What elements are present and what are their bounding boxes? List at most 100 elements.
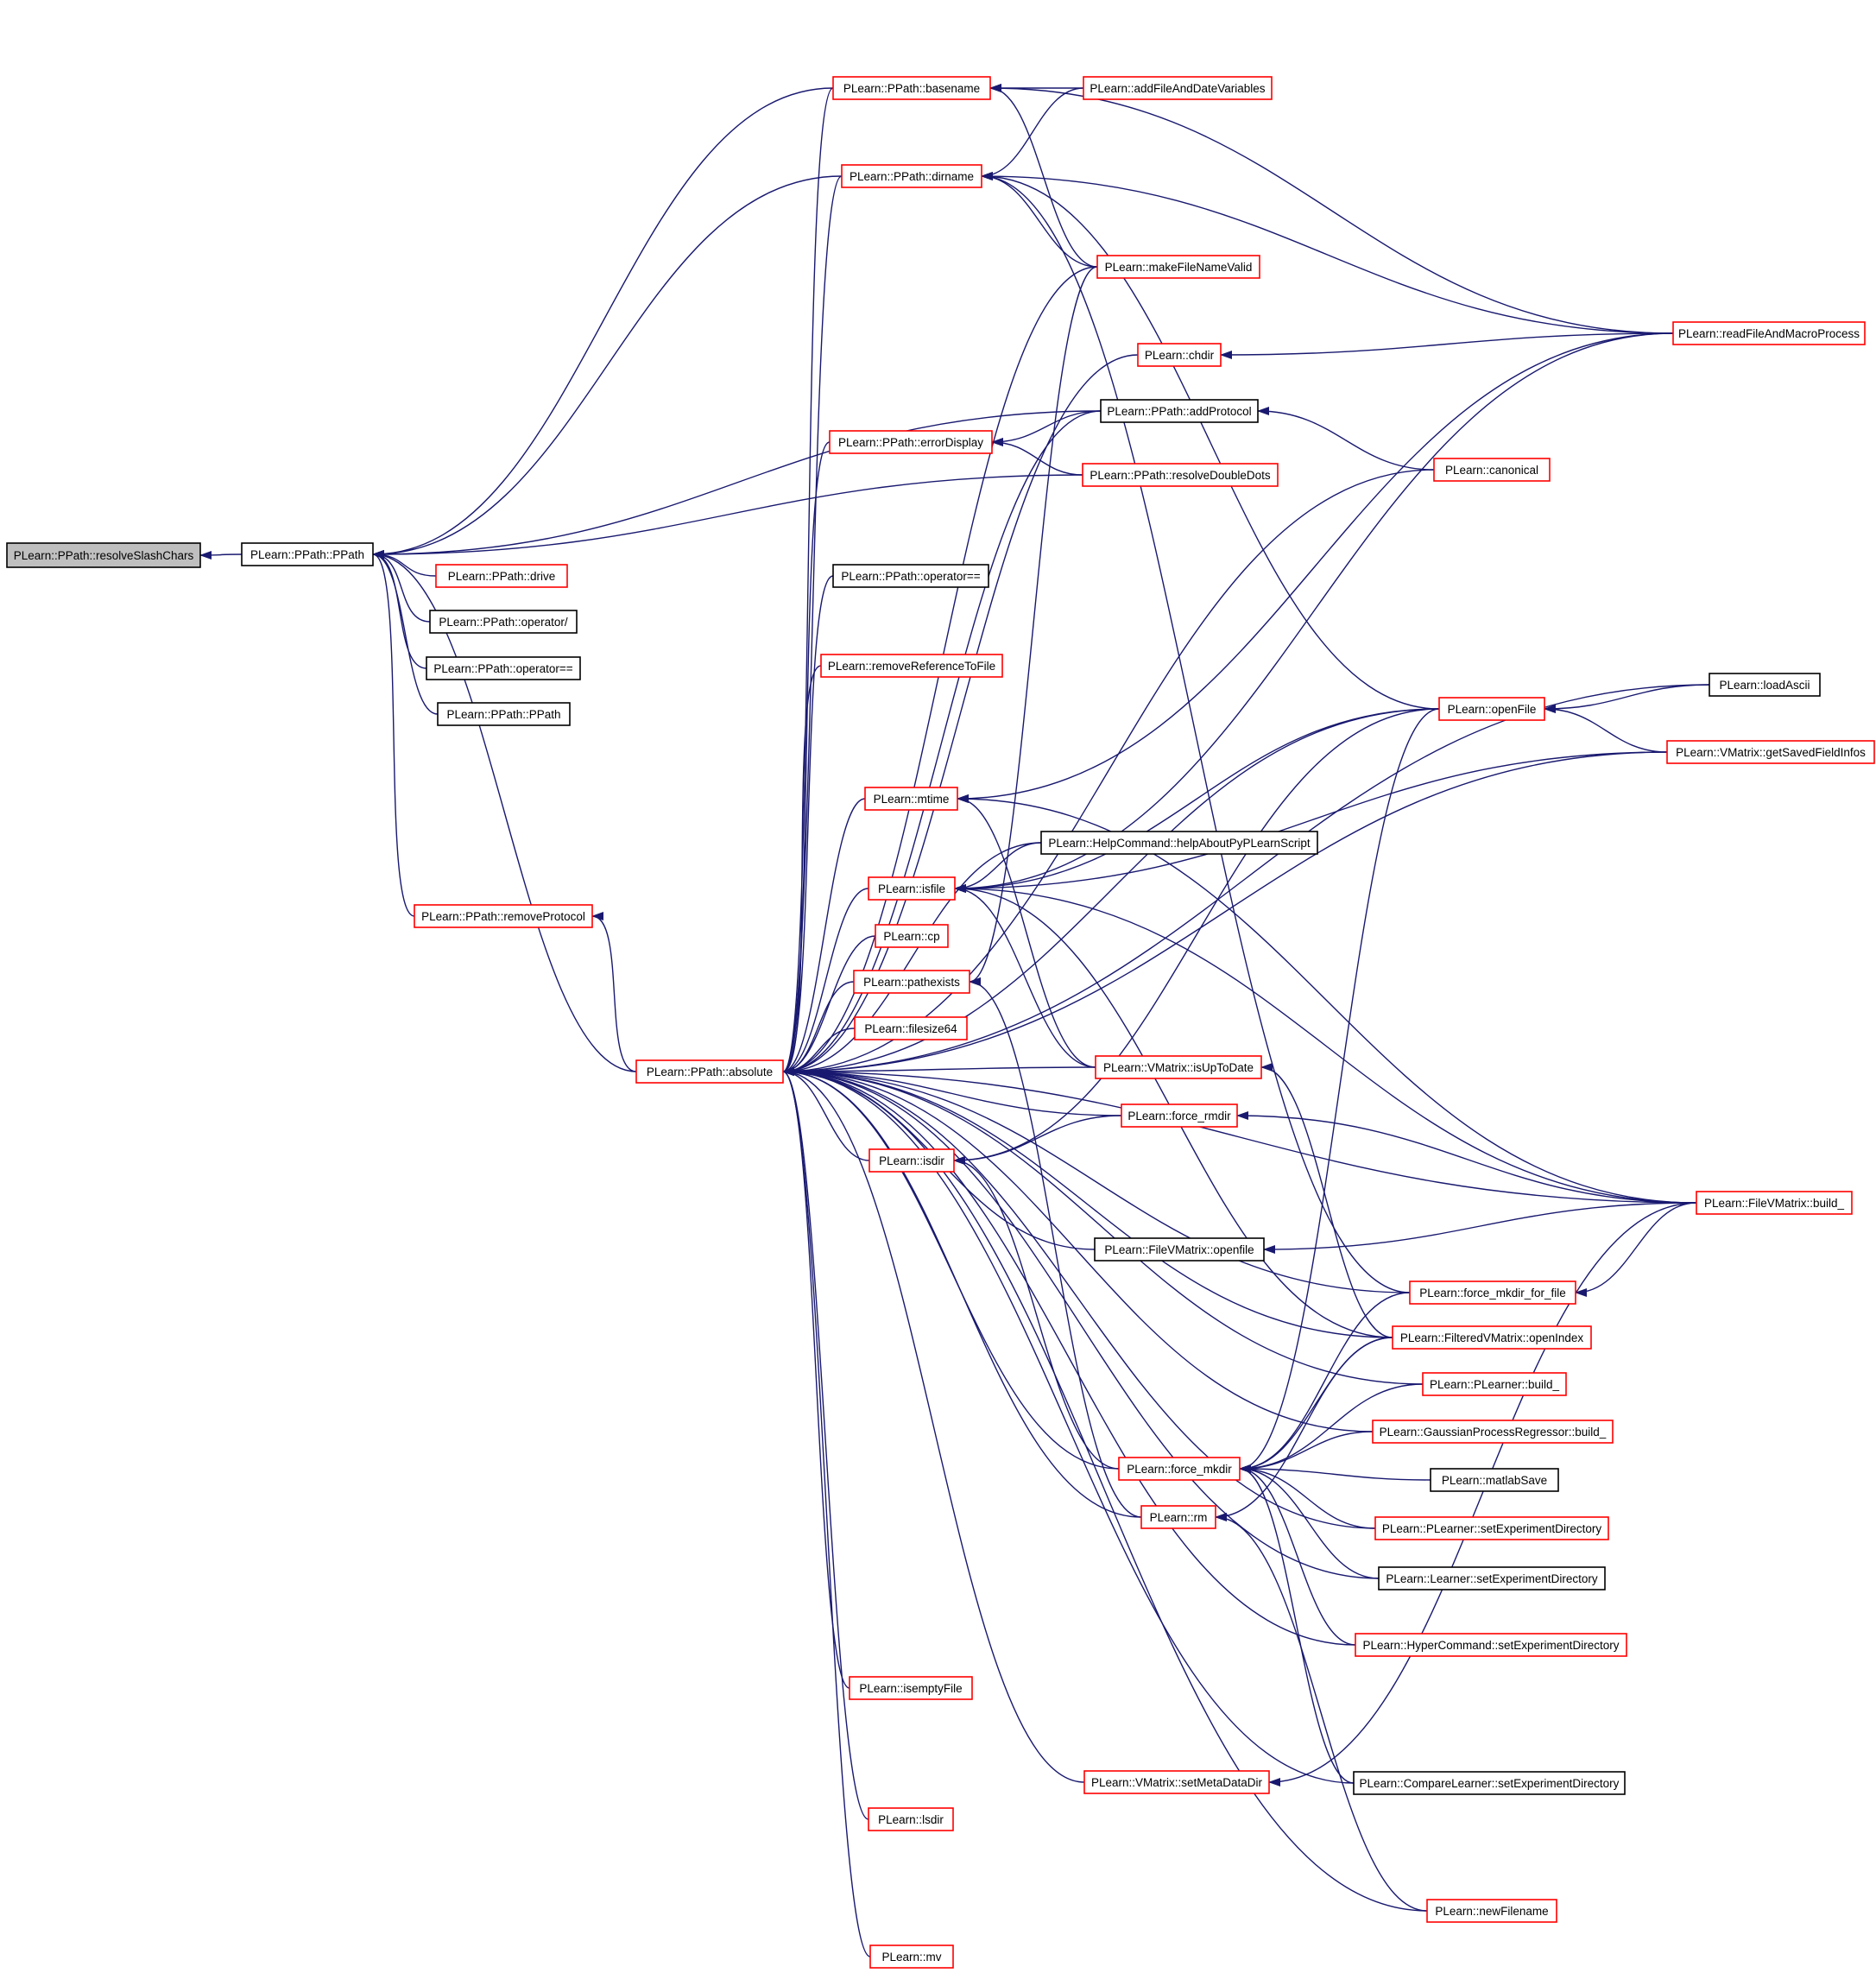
node-loadAscii[interactable]: PLearn::loadAscii xyxy=(1709,673,1821,697)
node-helpAboutPyPLearnScript[interactable]: PLearn::HelpCommand::helpAboutPyPLearnSc… xyxy=(1040,831,1318,855)
node-gpr_build[interactable]: PLearn::GaussianProcessRegressor::build_ xyxy=(1372,1420,1614,1444)
node-box xyxy=(1355,1633,1627,1657)
node-removeReferenceToFile[interactable]: PLearn::removeReferenceToFile xyxy=(820,654,1003,678)
node-addProtocol[interactable]: PLearn::PPath::addProtocol xyxy=(1100,399,1259,423)
node-PPath_ctor[interactable]: PLearn::PPath::PPath xyxy=(241,542,374,566)
node-openIndex[interactable]: PLearn::FilteredVMatrix::openIndex xyxy=(1392,1325,1592,1350)
edge-isUpToDate-to-mtime xyxy=(957,794,1096,1068)
edge-openIndex-to-force_mkdir xyxy=(1239,1337,1393,1473)
edge-learner_sed-to-force_mkdir xyxy=(1239,1464,1380,1579)
node-box xyxy=(1353,1771,1626,1795)
node-isdir[interactable]: PLearn::isdir xyxy=(869,1148,955,1173)
node-getSavedFieldInfos[interactable]: PLearn::VMatrix::getSavedFieldInfos xyxy=(1666,740,1875,764)
node-openFile[interactable]: PLearn::openFile xyxy=(1438,697,1545,721)
node-mtime[interactable]: PLearn::mtime xyxy=(864,787,958,811)
node-box xyxy=(241,542,374,566)
node-box xyxy=(853,970,970,994)
node-errorDisplay[interactable]: PLearn::PPath::errorDisplay xyxy=(829,430,993,454)
edge-setMetaDataDir-to-absolute xyxy=(782,1067,1085,1783)
node-box xyxy=(849,1676,973,1700)
node-label: PLearn::addFileAndDateVariables xyxy=(1090,82,1265,95)
node-label: PLearn::PPath::addProtocol xyxy=(1107,405,1251,418)
edge-makeFileNameValid-to-dirname xyxy=(981,172,1098,268)
node-box xyxy=(820,654,1003,678)
edge-addProtocol-to-errorDisplay xyxy=(991,410,1102,446)
node-absolute[interactable]: PLearn::PPath::absolute xyxy=(635,1059,784,1084)
node-force_rmdir[interactable]: PLearn::force_rmdir xyxy=(1121,1103,1238,1128)
node-plearner_build[interactable]: PLearn::PLearner::build_ xyxy=(1422,1372,1567,1396)
node-force_mkdir[interactable]: PLearn::force_mkdir xyxy=(1118,1457,1241,1481)
node-op_eq2[interactable]: PLearn::PPath::operator== xyxy=(832,564,989,588)
edge-matlabSave-to-force_mkdir xyxy=(1239,1464,1431,1481)
node-PPath2[interactable]: PLearn::PPath::PPath xyxy=(437,702,571,726)
node-box xyxy=(1140,1505,1216,1529)
node-box xyxy=(426,656,581,680)
node-box xyxy=(832,76,991,100)
node-learner_sed[interactable]: PLearn::Learner::setExperimentDirectory xyxy=(1378,1566,1606,1590)
node-isfile[interactable]: PLearn::isfile xyxy=(868,876,956,901)
node-cp[interactable]: PLearn::cp xyxy=(875,924,949,948)
node-label: PLearn::chdir xyxy=(1145,349,1215,362)
node-makeFileNameValid[interactable]: PLearn::makeFileNameValid xyxy=(1096,255,1260,279)
node-addFileAndDateVariables[interactable]: PLearn::addFileAndDateVariables xyxy=(1083,76,1273,100)
node-pathexists[interactable]: PLearn::pathexists xyxy=(853,970,970,994)
node-chdir[interactable]: PLearn::chdir xyxy=(1137,343,1222,367)
node-canonical[interactable]: PLearn::canonical xyxy=(1433,458,1551,482)
node-filesize64[interactable]: PLearn::filesize64 xyxy=(854,1016,968,1040)
node-label: PLearn::PPath::PPath xyxy=(446,708,560,721)
edge-resolveDoubleDots-to-errorDisplay xyxy=(991,438,1083,476)
node-resolveSlashChars[interactable]: PLearn::PPath::resolveSlashChars xyxy=(6,542,201,568)
node-plearner_sed[interactable]: PLearn::PLearner::setExperimentDirectory xyxy=(1374,1516,1609,1540)
node-label: PLearn::pathexists xyxy=(863,976,960,989)
node-box xyxy=(829,430,993,454)
node-label: PLearn::force_rmdir xyxy=(1127,1110,1231,1122)
node-label: PLearn::PPath::errorDisplay xyxy=(838,436,983,449)
node-dirname[interactable]: PLearn::PPath::dirname xyxy=(841,164,982,188)
node-lsdir[interactable]: PLearn::lsdir xyxy=(868,1807,954,1831)
node-box xyxy=(1426,1899,1557,1923)
node-op_slash[interactable]: PLearn::PPath::operator/ xyxy=(429,610,578,634)
node-box xyxy=(868,1807,954,1831)
node-rm[interactable]: PLearn::rm xyxy=(1140,1505,1216,1529)
node-box xyxy=(1121,1103,1238,1128)
node-force_mkdir_for_file[interactable]: PLearn::force_mkdir_for_file xyxy=(1409,1281,1576,1305)
node-label: PLearn::VMatrix::getSavedFieldInfos xyxy=(1676,746,1866,759)
node-label: PLearn::PPath::drive xyxy=(448,570,556,583)
node-isUpToDate[interactable]: PLearn::VMatrix::isUpToDate xyxy=(1095,1055,1262,1079)
node-readFileAndMacroProcess[interactable]: PLearn::readFileAndMacroProcess xyxy=(1672,321,1866,345)
edge-newFilename-to-absolute xyxy=(782,1067,1428,1912)
edge-getSavedFieldInfos-to-absolute xyxy=(782,751,1668,1076)
node-hyper_sed[interactable]: PLearn::HyperCommand::setExperimentDirec… xyxy=(1355,1633,1627,1657)
node-fvm_build[interactable]: PLearn::FileVMatrix::build_ xyxy=(1696,1191,1853,1215)
edge-fvm_build-to-mtime xyxy=(957,794,1697,1204)
node-newFilename[interactable]: PLearn::newFilename xyxy=(1426,1899,1557,1923)
node-box xyxy=(1374,1516,1609,1540)
node-box xyxy=(1433,458,1551,482)
node-box xyxy=(437,702,571,726)
node-box xyxy=(1083,76,1273,100)
node-box xyxy=(1438,697,1545,721)
node-fvm_openfile[interactable]: PLearn::FileVMatrix::openfile xyxy=(1094,1237,1265,1262)
node-op_eq1[interactable]: PLearn::PPath::operator== xyxy=(426,656,581,680)
node-label: PLearn::isemptyFile xyxy=(859,1682,962,1695)
edge-lsdir-to-absolute xyxy=(782,1067,869,1820)
node-removeProtocol[interactable]: PLearn::PPath::removeProtocol xyxy=(414,904,593,928)
node-drive[interactable]: PLearn::PPath::drive xyxy=(435,564,568,588)
node-label: PLearn::HyperCommand::setExperimentDirec… xyxy=(1362,1639,1619,1652)
node-resolveDoubleDots[interactable]: PLearn::PPath::resolveDoubleDots xyxy=(1082,463,1279,487)
node-mv[interactable]: PLearn::mv xyxy=(869,1945,954,1969)
node-box xyxy=(841,164,982,188)
node-setMetaDataDir[interactable]: PLearn::VMatrix::setMetaDataDir xyxy=(1083,1770,1270,1794)
node-isemptyFile[interactable]: PLearn::isemptyFile xyxy=(849,1676,973,1700)
edge-absolute-to-removeProtocol xyxy=(591,912,637,1072)
node-box xyxy=(429,610,578,634)
node-compare_sed[interactable]: PLearn::CompareLearner::setExperimentDir… xyxy=(1353,1771,1626,1795)
node-box xyxy=(1100,399,1259,423)
edge-plearner_sed-to-absolute xyxy=(782,1067,1376,1529)
node-box xyxy=(1372,1420,1614,1444)
edge-isfile-to-absolute xyxy=(782,888,869,1076)
node-matlabSave[interactable]: PLearn::matlabSave xyxy=(1430,1468,1559,1492)
node-basename[interactable]: PLearn::PPath::basename xyxy=(832,76,991,100)
edge-helpAboutPyPLearnScript-to-isfile xyxy=(954,842,1042,893)
